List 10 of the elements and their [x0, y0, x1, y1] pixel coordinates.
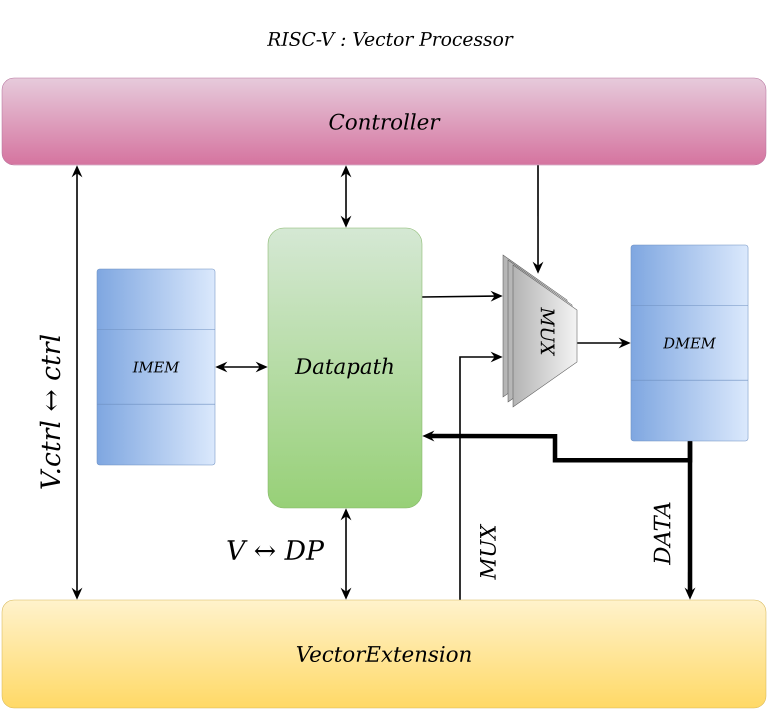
controller-box: Controller	[2, 78, 766, 166]
vector-extension-box: VectorExtension	[2, 600, 766, 708]
edge-label: V.ctrl ↔ ctrl	[40, 335, 60, 489]
memory-block: DMEM	[630, 244, 748, 442]
datapath-box: Datapath	[268, 228, 422, 508]
edge-label: DATA	[654, 502, 670, 566]
title: RISC-V : Vector Processor	[266, 32, 514, 46]
edge-label: MUX	[480, 524, 496, 580]
memory-block: IMEM	[96, 268, 216, 466]
edge-label: V ↔ DP	[227, 540, 324, 560]
